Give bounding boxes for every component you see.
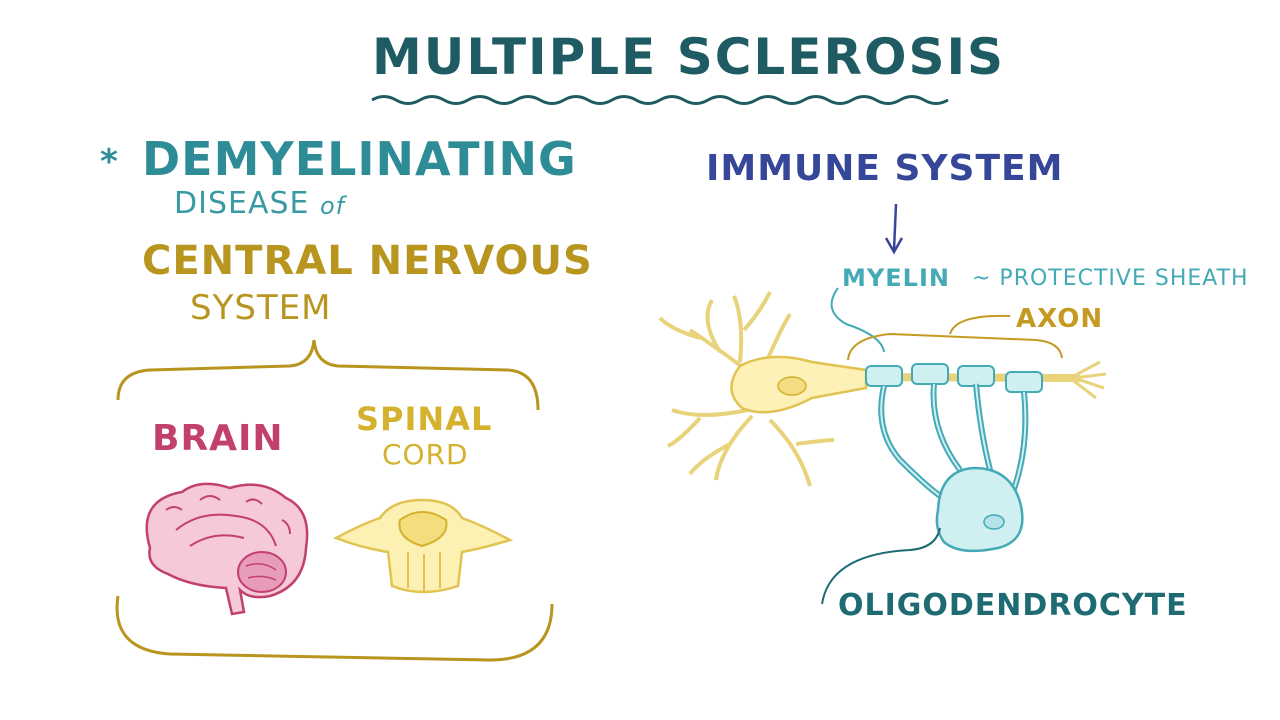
title-underline [371,95,949,105]
oligodendrocyte-illustration [878,383,1029,553]
grouping-brace [116,339,540,411]
diagram-title: MULTIPLE SCLEROSIS [372,28,1006,86]
central-nervous-label: CENTRAL NERVOUS [142,238,593,284]
bullet-asterisk: * [100,142,119,182]
protective-sheath-label: ~ PROTECTIVE SHEATH [972,266,1249,291]
immune-system-label: IMMUNE SYSTEM [706,148,1064,189]
oligo-leader [821,527,941,605]
demyelinating-label: DEMYELINATING [142,132,577,186]
of-label: of [320,192,346,220]
myelin-leader [830,287,885,353]
brain-label: BRAIN [152,418,284,459]
axon-leader [949,314,1011,335]
axon-label: AXON [1016,304,1104,334]
system-label: SYSTEM [190,288,332,328]
spinal-cord-illustration [333,498,514,594]
immune-arrow [884,203,904,255]
neuron-illustration [658,291,1107,487]
cord-label: CORD [382,438,469,471]
axon-bracket [847,332,1063,361]
disease-label: DISEASE [174,186,310,221]
grouping-bracket [115,595,554,662]
brain-illustration [145,482,309,616]
oligodendrocyte-label: OLIGODENDROCYTE [838,588,1188,623]
myelin-label: MYELIN [842,264,950,292]
spinal-label: SPINAL [356,400,493,438]
